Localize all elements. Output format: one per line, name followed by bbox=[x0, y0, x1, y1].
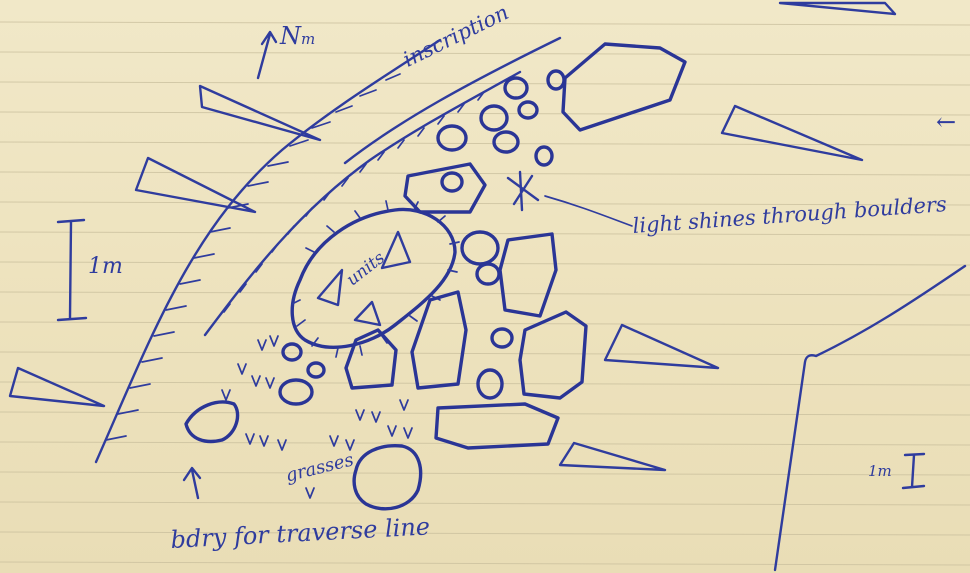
central-boulder-ticks bbox=[292, 201, 459, 357]
north-label-letter: N bbox=[280, 22, 301, 50]
boulder-bottom bbox=[354, 446, 420, 509]
pointer-triangle-upper-left bbox=[200, 86, 320, 140]
pointer-triangle-right-lower bbox=[560, 443, 665, 470]
light-pointer-line bbox=[545, 196, 632, 226]
inner-ridge bbox=[205, 72, 520, 335]
pointer-triangle-top-right bbox=[780, 3, 895, 14]
boulder-slab-column bbox=[500, 234, 556, 316]
pebble-2 bbox=[481, 106, 507, 130]
pointer-triangle-lower-left bbox=[10, 368, 104, 406]
pebble-4 bbox=[519, 102, 537, 118]
pebble-6 bbox=[494, 132, 518, 152]
light-gap-marker bbox=[508, 172, 538, 210]
left-arrow-glyph: ← bbox=[936, 110, 956, 134]
pebble-10 bbox=[477, 264, 499, 284]
central-boulder bbox=[292, 209, 455, 347]
pebble-11 bbox=[492, 329, 512, 347]
boulder-slab-bottom bbox=[436, 404, 558, 448]
boulder-slab-upper-right bbox=[563, 44, 685, 130]
scale-label-left: 1m bbox=[88, 256, 123, 278]
pointer-triangle-mid-left bbox=[136, 158, 255, 212]
boulder-flake-c bbox=[355, 302, 380, 325]
pebble-15 bbox=[308, 363, 324, 377]
boulder-slab-right bbox=[520, 312, 586, 398]
traverse-boundary bbox=[775, 266, 965, 570]
pebble-3 bbox=[505, 78, 527, 98]
pebble-8 bbox=[442, 173, 462, 191]
pebble-9 bbox=[462, 232, 498, 264]
boulder-flake-a bbox=[318, 270, 342, 305]
scale-bar-right bbox=[903, 454, 924, 488]
north-label-subscript: m bbox=[301, 30, 315, 48]
scale-label-right: 1m bbox=[868, 464, 892, 479]
pebble-5 bbox=[548, 71, 564, 89]
pebble-12 bbox=[478, 370, 502, 398]
pebble-1 bbox=[438, 126, 466, 150]
pebble-13 bbox=[280, 380, 312, 404]
pebble-14 bbox=[283, 344, 301, 360]
boulder-lower-left bbox=[186, 402, 238, 441]
north-arrow bbox=[258, 32, 276, 78]
slope-hatching bbox=[106, 74, 400, 440]
pointer-triangle-right-upper bbox=[722, 106, 862, 160]
scale-bar-left bbox=[58, 220, 86, 320]
pebble-7 bbox=[536, 147, 552, 165]
traverse-arrow bbox=[184, 468, 200, 498]
north-label: Nm bbox=[280, 24, 315, 48]
pointer-triangle-right-mid bbox=[605, 325, 718, 368]
